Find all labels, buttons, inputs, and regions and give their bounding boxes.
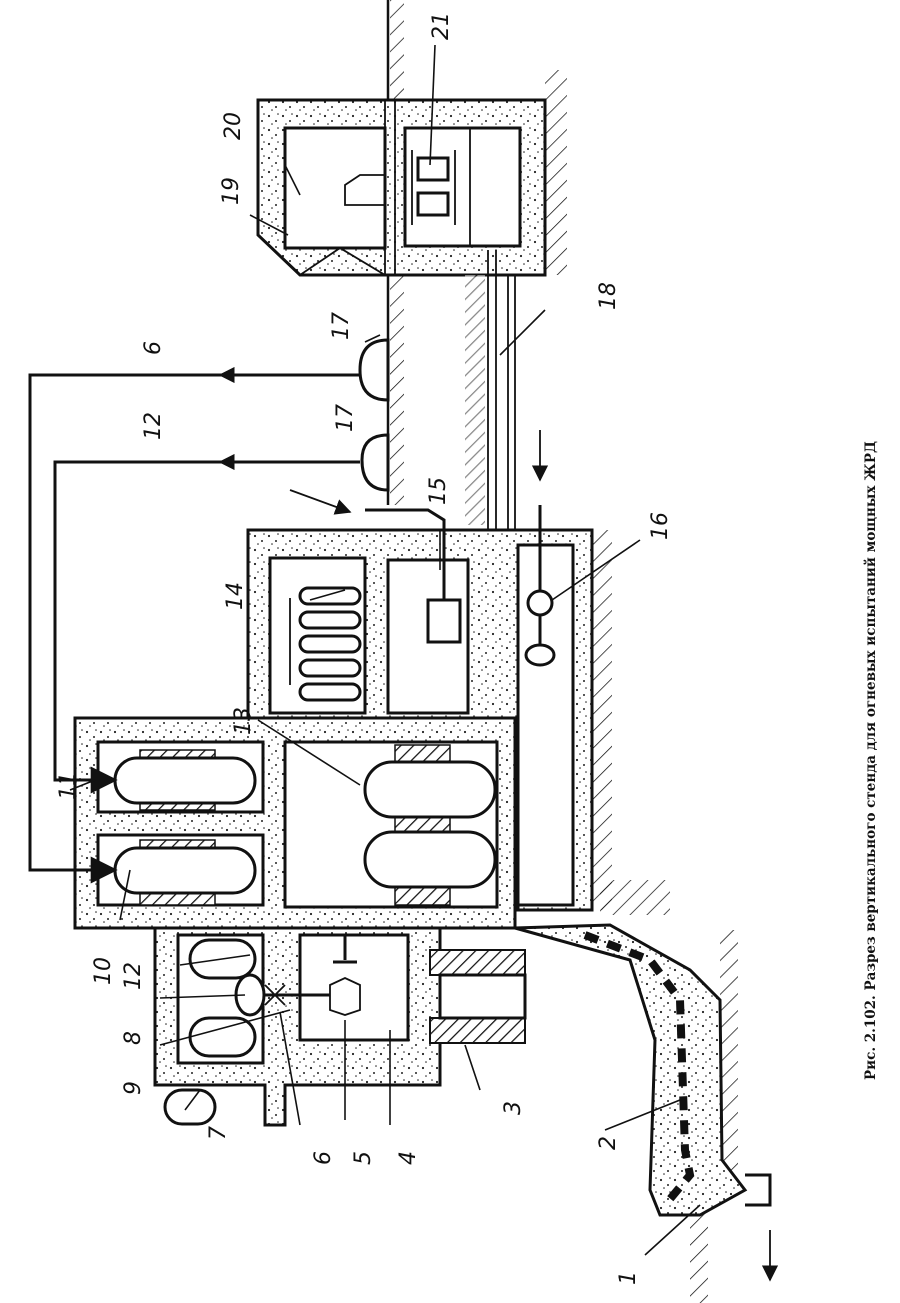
- gas-bottles: [289, 586, 362, 702]
- vent-domes: [358, 338, 390, 492]
- label-2: 2: [596, 1136, 621, 1150]
- label-3: 3: [501, 1101, 526, 1115]
- leader-lines: [69, 44, 701, 1256]
- label-1: 1: [616, 1271, 641, 1285]
- drain-pipe: [745, 1173, 779, 1282]
- label-6: 6: [311, 1151, 336, 1165]
- fitting-16: [524, 430, 556, 667]
- label-18: 18: [596, 282, 621, 310]
- control-bunker: [256, 98, 547, 277]
- exhaust-duct: [429, 949, 527, 1044]
- fitting-15: [289, 489, 462, 644]
- label-17-lower: 17: [333, 404, 358, 432]
- label-10: 10: [91, 957, 116, 985]
- label-12: 12: [121, 962, 146, 990]
- label-14: 14: [223, 582, 248, 610]
- label-15: 15: [426, 477, 451, 505]
- label-13: 13: [231, 707, 256, 735]
- label-9: 9: [121, 1081, 146, 1095]
- part-labels: 21 20 19 18 17 17 6 12 15 16 14 13 11 10…: [56, 12, 673, 1285]
- label-20: 20: [221, 112, 246, 140]
- label-19: 19: [219, 177, 244, 205]
- label-16: 16: [648, 512, 673, 540]
- engine-assembly: [234, 935, 361, 1017]
- propellant-tanks: [113, 756, 497, 895]
- label-7: 7: [206, 1126, 231, 1140]
- label-21: 21: [429, 12, 454, 40]
- figure-caption: Рис. 2.102. Разрез вертикального стенда …: [863, 441, 879, 1080]
- label-8: 8: [121, 1031, 146, 1045]
- flame-trench: [514, 923, 748, 1217]
- label-11: 11: [56, 772, 81, 800]
- label-12-line: 12: [141, 412, 166, 440]
- label-5: 5: [351, 1151, 376, 1165]
- label-4: 4: [396, 1151, 421, 1165]
- label-6-line: 6: [141, 341, 166, 355]
- supply-lines: [28, 366, 360, 884]
- label-17-upper: 17: [329, 312, 354, 340]
